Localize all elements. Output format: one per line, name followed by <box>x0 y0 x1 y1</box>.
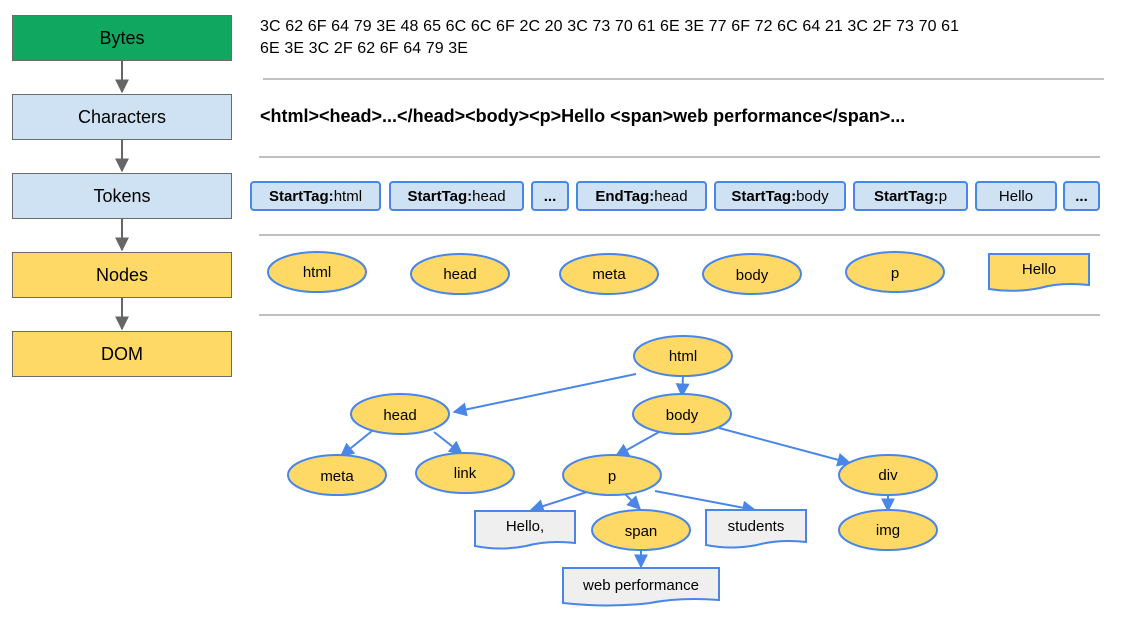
edge-html-head <box>452 373 637 417</box>
token-kind: ... <box>543 187 557 205</box>
token-name: head <box>654 187 688 205</box>
dom-node-head: head <box>350 393 450 435</box>
node-meta-label: meta <box>592 266 626 283</box>
dom-node-web-performance-label: web performance <box>582 577 699 594</box>
stage-bytes: Bytes <box>12 15 232 61</box>
token-starttag-html: StartTag: html <box>250 181 381 211</box>
dom-node-body: body <box>632 393 732 435</box>
characters-text: <html><head>...</head><body><p>Hello <sp… <box>260 106 906 126</box>
dom-node-link-label: link <box>454 465 477 482</box>
stage-nodes: Nodes <box>12 252 232 298</box>
edge-body-div <box>718 427 852 467</box>
token-name: head <box>472 187 506 205</box>
dom-node-head-label: head <box>383 407 416 424</box>
token-name: p <box>938 187 948 205</box>
dom-node-students-text: students <box>705 509 807 549</box>
node-html-label: html <box>303 264 331 281</box>
token-kind: StartTag: <box>268 187 334 205</box>
dom-node-meta: meta <box>287 454 387 496</box>
edge-head-link <box>433 431 464 455</box>
separators <box>259 78 1104 316</box>
node-meta: meta <box>559 253 659 295</box>
dom-node-web-performance-text: web performance <box>562 567 720 607</box>
dom-node-html: html <box>633 335 733 377</box>
token-starttag-body: StartTag: body <box>714 181 846 211</box>
dom-node-html-label: html <box>669 348 697 365</box>
edge-p-students <box>654 490 757 515</box>
stage-characters-label: Characters <box>77 106 167 127</box>
token-ellipsis: ... <box>531 181 569 211</box>
token-kind: StartTag: <box>873 187 939 205</box>
token-kind: EndTag: <box>595 187 655 205</box>
dom-node-p-label: p <box>608 468 616 485</box>
token-starttag-p: StartTag: p <box>853 181 968 211</box>
dom-node-div: div <box>838 454 938 496</box>
edge-head-meta <box>339 430 373 457</box>
dom-node-p: p <box>562 454 662 496</box>
node-head: head <box>410 253 510 295</box>
stage-tokens-label: Tokens <box>93 185 151 206</box>
bytes-line-2: 6E 3E 3C 2F 62 6F 64 79 3E <box>260 40 469 57</box>
stage-dom-label: DOM <box>101 343 143 364</box>
edge-p-span <box>623 492 641 510</box>
edge-p-hello <box>529 490 591 513</box>
token-endtag-head: EndTag: head <box>576 181 707 211</box>
node-p-label: p <box>891 265 899 282</box>
token-name: Hello <box>998 187 1034 205</box>
dom-node-hello-text: Hello, <box>474 510 576 550</box>
dom-node-body-label: body <box>666 407 699 424</box>
edge-html-body <box>675 375 690 398</box>
token-name: html <box>333 187 363 205</box>
dom-node-hello-label: Hello, <box>506 518 544 535</box>
stage-characters: Characters <box>12 94 232 140</box>
dom-node-meta-label: meta <box>320 468 354 485</box>
dom-node-span-label: span <box>625 523 658 540</box>
dom-tree-edges <box>339 373 895 569</box>
dom-tree: html head body meta link p div Hello, <box>287 335 938 607</box>
token-text-hello: Hello <box>975 181 1057 211</box>
node-body: body <box>702 253 802 295</box>
dom-node-span: span <box>591 509 691 551</box>
nodes-row: html head meta body p Hello <box>267 251 1090 295</box>
token-ellipsis-end: ... <box>1063 181 1100 211</box>
node-hello-label: Hello <box>1022 261 1056 278</box>
dom-node-link: link <box>415 452 515 494</box>
node-head-label: head <box>443 266 476 283</box>
node-p: p <box>845 251 945 293</box>
dom-node-students-label: students <box>728 518 785 535</box>
dom-node-div-label: div <box>878 467 898 484</box>
bytes-line-1: 3C 62 6F 64 79 3E 48 65 6C 6C 6F 2C 20 3… <box>260 18 960 35</box>
token-starttag-head: StartTag: head <box>389 181 524 211</box>
edge-body-p <box>614 431 660 457</box>
node-hello: Hello <box>988 253 1090 292</box>
token-kind: StartTag: <box>731 187 797 205</box>
bytes-hex: 3C 62 6F 64 79 3E 48 65 6C 6C 6F 2C 20 3… <box>260 16 1060 60</box>
stage-tokens: Tokens <box>12 173 232 219</box>
token-kind: StartTag: <box>407 187 473 205</box>
node-body-label: body <box>736 267 769 284</box>
node-html: html <box>267 251 367 293</box>
stage-nodes-label: Nodes <box>95 264 149 285</box>
stage-dom: DOM <box>12 331 232 377</box>
stage-bytes-label: Bytes <box>99 27 145 48</box>
token-kind: ... <box>1075 187 1088 205</box>
dom-node-img: img <box>838 509 938 551</box>
token-name: body <box>796 187 829 205</box>
dom-node-img-label: img <box>876 522 900 539</box>
